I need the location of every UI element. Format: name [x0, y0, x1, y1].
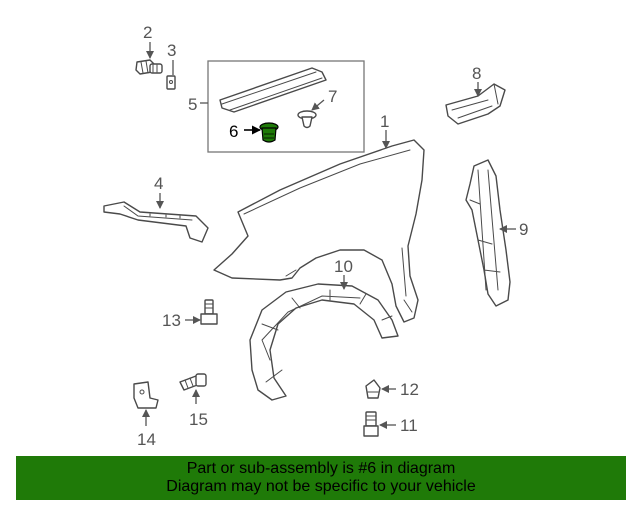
part-2-bolt[interactable]: [135, 59, 163, 75]
part-4-bracket[interactable]: [103, 201, 209, 243]
callout-11: 11: [400, 416, 418, 435]
callout-10: 10: [334, 257, 353, 276]
callout-5: 5: [188, 95, 197, 114]
part-5-box: [207, 60, 365, 153]
banner-line-2: Diagram may not be specific to your vehi…: [166, 478, 476, 495]
callout-8: 8: [472, 64, 481, 83]
callout-7-arrow: [311, 99, 325, 111]
part-3-clip[interactable]: [166, 75, 176, 90]
callout-7: 7: [328, 87, 337, 106]
part-1-fender[interactable]: [213, 139, 425, 323]
callout-2: 2: [143, 23, 152, 42]
callout-15: 15: [189, 410, 208, 429]
part-8-bracket[interactable]: [445, 83, 506, 125]
parts-diagram: 2 3 5 6 7 8 9 1 4 10 13 15 14 12 11: [103, 23, 528, 449]
banner-line-1: Part or sub-assembly is #6 in diagram: [186, 460, 456, 477]
callout-13: 13: [162, 311, 181, 330]
callout-12: 12: [400, 380, 419, 399]
part-info-banner: Part or sub-assembly is #6 in diagram Di…: [16, 456, 626, 500]
callout-9: 9: [519, 220, 528, 239]
callout-6: 6: [229, 122, 238, 141]
callout-1: 1: [380, 112, 389, 131]
part-9-panel[interactable]: [465, 159, 511, 307]
part-6-clip[interactable]: [259, 122, 279, 143]
part-14-bracket[interactable]: [133, 381, 159, 409]
part-15-bolt[interactable]: [179, 373, 207, 391]
callout-14: 14: [137, 430, 156, 449]
callout-4: 4: [154, 174, 163, 193]
part-13-bolt[interactable]: [200, 299, 218, 325]
part-10-liner[interactable]: [249, 283, 399, 401]
part-11-bolt[interactable]: [363, 411, 379, 437]
part-12-nut[interactable]: [365, 379, 381, 399]
callout-3: 3: [167, 41, 176, 60]
part-7-clip[interactable]: [297, 110, 317, 129]
